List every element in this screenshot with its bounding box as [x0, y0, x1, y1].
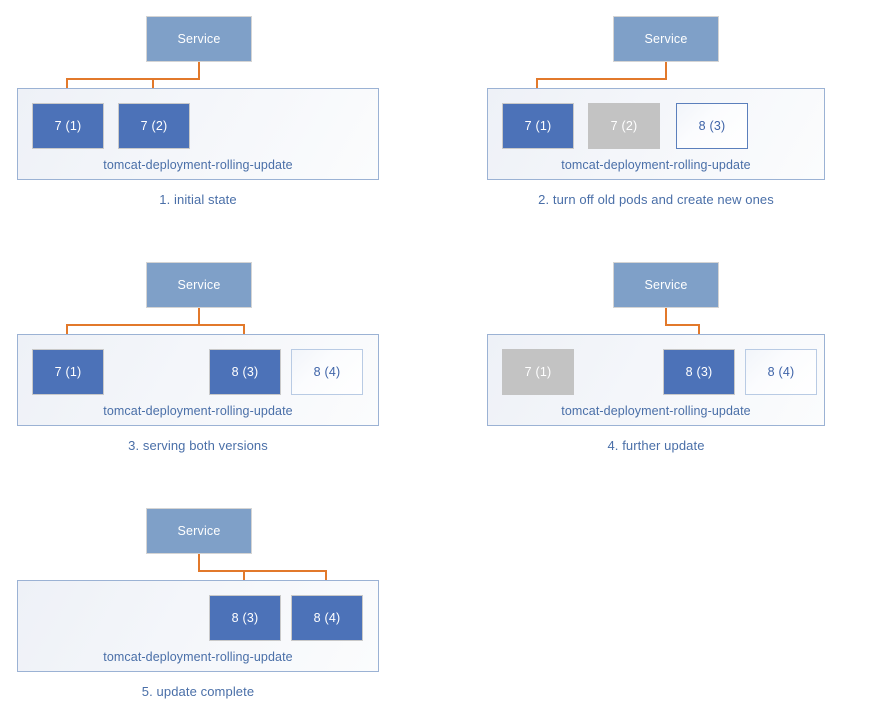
service-box[interactable]: Service — [146, 508, 252, 554]
pod-8-3[interactable]: 8 (3) — [209, 349, 281, 395]
pod-7-2[interactable]: 7 (2) — [118, 103, 190, 149]
pod-8-4[interactable]: 8 (4) — [291, 349, 363, 395]
deployment-name-label: tomcat-deployment-rolling-update — [103, 404, 293, 418]
deployment-name-label: tomcat-deployment-rolling-update — [103, 650, 293, 664]
deployment-name-label: tomcat-deployment-rolling-update — [103, 158, 293, 172]
pod-8-4[interactable]: 8 (4) — [745, 349, 817, 395]
pod-7-1[interactable]: 7 (1) — [32, 349, 104, 395]
panel-caption: 3. serving both versions — [128, 438, 268, 453]
pod-7-1[interactable]: 7 (1) — [502, 349, 574, 395]
deployment-name-label: tomcat-deployment-rolling-update — [561, 404, 751, 418]
pod-8-3[interactable]: 8 (3) — [209, 595, 281, 641]
panel-caption: 1. initial state — [159, 192, 237, 207]
panel-caption: 4. further update — [607, 438, 705, 453]
panel-caption: 2. turn off old pods and create new ones — [538, 192, 774, 207]
pod-8-3[interactable]: 8 (3) — [663, 349, 735, 395]
service-box[interactable]: Service — [613, 16, 719, 62]
service-box[interactable]: Service — [146, 262, 252, 308]
pod-8-3[interactable]: 8 (3) — [676, 103, 748, 149]
pod-8-4[interactable]: 8 (4) — [291, 595, 363, 641]
panel-caption: 5. update complete — [141, 684, 255, 699]
deployment-name-label: tomcat-deployment-rolling-update — [561, 158, 751, 172]
pod-7-2[interactable]: 7 (2) — [588, 103, 660, 149]
pod-7-1[interactable]: 7 (1) — [32, 103, 104, 149]
service-box[interactable]: Service — [613, 262, 719, 308]
pod-7-1[interactable]: 7 (1) — [502, 103, 574, 149]
service-box[interactable]: Service — [146, 16, 252, 62]
